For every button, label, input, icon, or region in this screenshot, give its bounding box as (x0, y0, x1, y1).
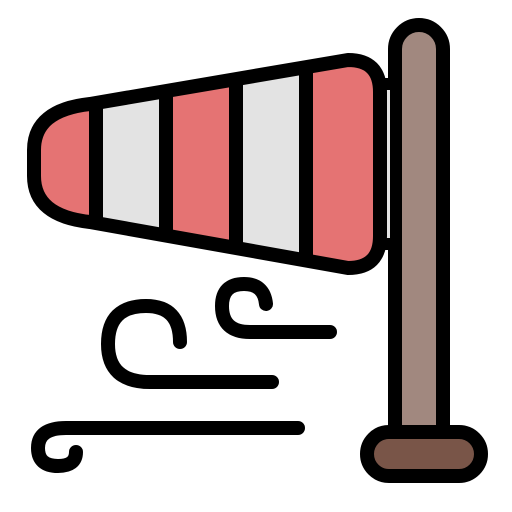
stripe-red-3 (306, 60, 380, 268)
pole-base (360, 425, 488, 483)
pole (388, 18, 450, 462)
wind-gusts (30, 276, 337, 474)
sock-outline (27, 53, 387, 275)
stripe-white-2 (236, 60, 306, 268)
wind-gust-bottom (30, 421, 305, 474)
stripe-white-1 (96, 60, 166, 268)
wind-gust-middle (100, 298, 279, 389)
wind-gust-top (214, 276, 337, 339)
stripe-separators (89, 66, 313, 258)
